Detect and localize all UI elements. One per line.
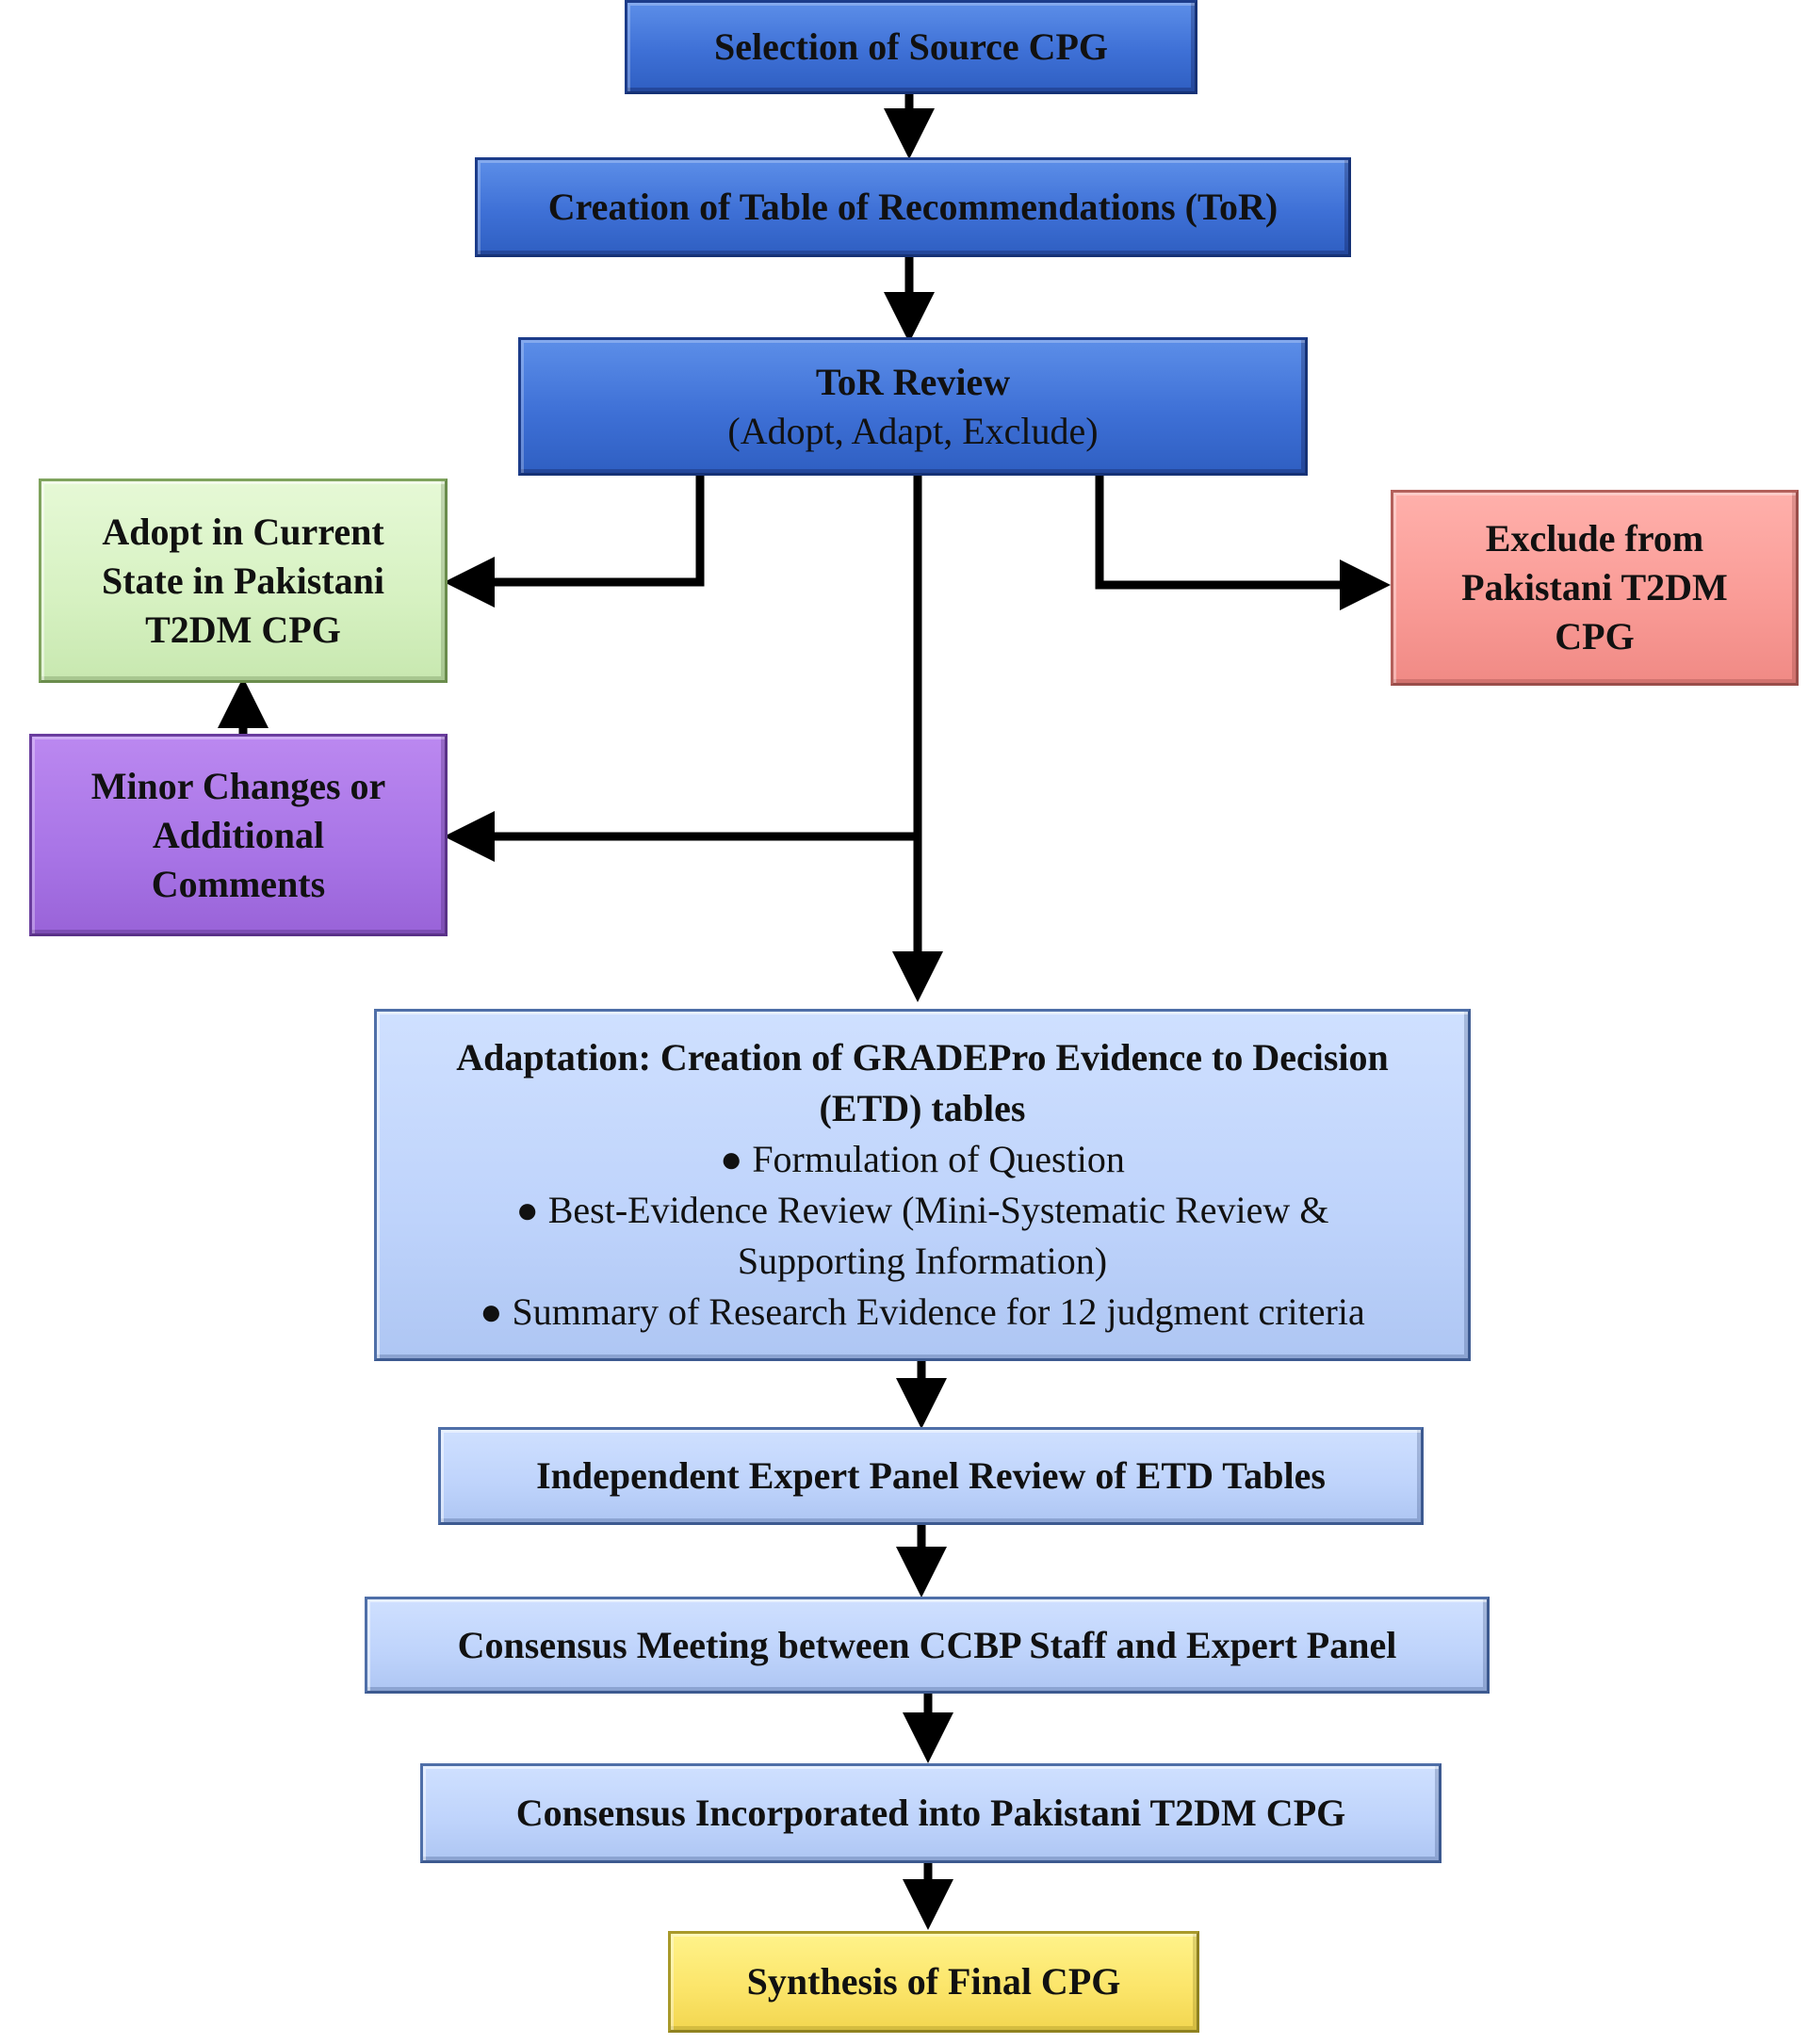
panel-review-box: Independent Expert Panel Review of ETD T… bbox=[438, 1427, 1424, 1525]
synthesis-box: Synthesis of Final CPG bbox=[668, 1931, 1199, 2033]
minor-changes-box: Minor Changes or Additional Comments bbox=[29, 734, 448, 936]
minor-changes-label: Minor Changes or Additional Comments bbox=[90, 764, 386, 905]
creation-tor-label: Creation of Table of Recommendations (To… bbox=[547, 186, 1279, 228]
synthesis-label: Synthesis of Final CPG bbox=[746, 1960, 1121, 2003]
tor-review-title: ToR Review bbox=[815, 360, 1011, 403]
adaptation-title: Adaptation: Creation of GRADEPro Evidenc… bbox=[456, 1036, 1389, 1129]
selection-label: Selection of Source CPG bbox=[713, 25, 1109, 68]
adopt-box: Adopt in Current State in Pakistani T2DM… bbox=[39, 479, 448, 683]
consensus-meeting-label: Consensus Meeting between CCBP Staff and… bbox=[457, 1623, 1397, 1666]
exclude-label: Exclude from Pakistani T2DM CPG bbox=[1461, 517, 1728, 657]
adaptation-bullet-3: ● Summary of Research Evidence for 12 ju… bbox=[480, 1290, 1365, 1333]
adaptation-box: Adaptation: Creation of GRADEPro Evidenc… bbox=[374, 1009, 1471, 1361]
arrow-review-to-adopt bbox=[444, 476, 705, 608]
tor-review-subtitle: (Adopt, Adapt, Exclude) bbox=[727, 409, 1099, 452]
exclude-box: Exclude from Pakistani T2DM CPG bbox=[1391, 490, 1799, 686]
arrow-review-to-exclude bbox=[1095, 476, 1391, 610]
adaptation-bullet-1: ● Formulation of Question bbox=[720, 1138, 1125, 1180]
consensus-incorporated-box: Consensus Incorporated into Pakistani T2… bbox=[420, 1763, 1442, 1863]
tor-review-box: ToR Review (Adopt, Adapt, Exclude) bbox=[518, 337, 1308, 476]
adaptation-bullet-2: ● Best-Evidence Review (Mini-Systematic … bbox=[515, 1189, 1329, 1282]
selection-box: Selection of Source CPG bbox=[625, 0, 1197, 94]
consensus-incorporated-label: Consensus Incorporated into Pakistani T2… bbox=[515, 1792, 1346, 1834]
panel-review-label: Independent Expert Panel Review of ETD T… bbox=[536, 1454, 1326, 1497]
adopt-label: Adopt in Current State in Pakistani T2DM… bbox=[101, 510, 385, 651]
consensus-meeting-box: Consensus Meeting between CCBP Staff and… bbox=[365, 1597, 1490, 1694]
creation-tor-box: Creation of Table of Recommendations (To… bbox=[475, 157, 1351, 257]
